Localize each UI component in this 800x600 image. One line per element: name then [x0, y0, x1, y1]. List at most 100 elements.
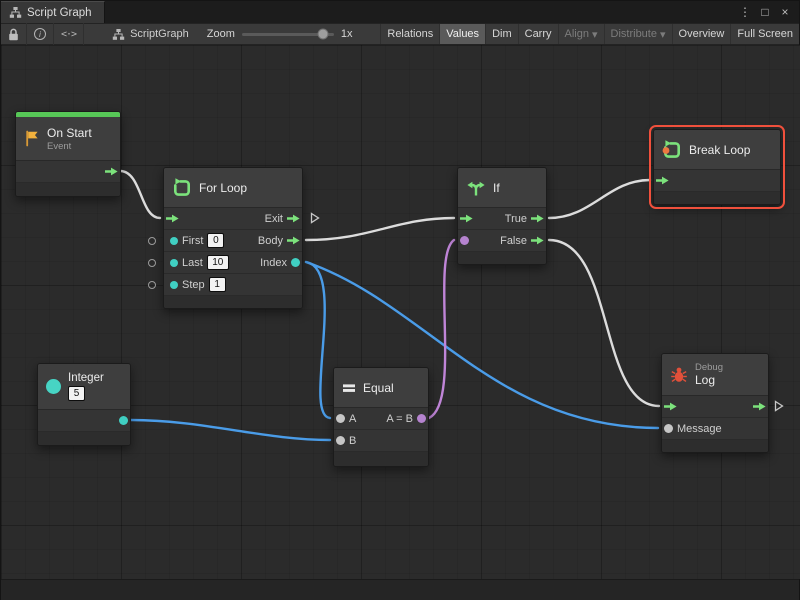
- node-footer: [334, 452, 428, 466]
- dim-button[interactable]: Dim: [485, 24, 518, 44]
- wires-layer: [118, 169, 661, 442]
- node-break-loop[interactable]: Break Loop: [649, 125, 785, 209]
- step-value-field[interactable]: [208, 277, 226, 292]
- values-button[interactable]: Values: [439, 24, 486, 44]
- node-if[interactable]: If True False: [457, 167, 547, 265]
- port-exit-out[interactable]: [287, 214, 300, 223]
- port-step-ring[interactable]: [148, 280, 156, 289]
- node-on-start[interactable]: On Start Event: [15, 111, 121, 197]
- relations-label: Relations: [387, 28, 434, 40]
- loop-icon: [174, 177, 190, 196]
- last-value-field[interactable]: [206, 255, 229, 270]
- node-category: Debug: [695, 362, 723, 373]
- port-first-in[interactable]: [170, 236, 178, 245]
- integer-value-field[interactable]: [68, 386, 85, 401]
- node-header: Integer: [38, 364, 130, 410]
- port-enter-in[interactable]: [664, 402, 677, 411]
- align-button[interactable]: Align ▾: [557, 24, 604, 44]
- port-step-in[interactable]: [170, 280, 178, 289]
- port-label-message: Message: [677, 422, 722, 435]
- fullscreen-label: Full Screen: [737, 28, 793, 40]
- wire-false-log[interactable]: [547, 238, 661, 408]
- wire-integer-equal-b[interactable]: [129, 418, 332, 442]
- port-last-in[interactable]: [170, 258, 178, 267]
- port-label-b: B: [349, 434, 357, 447]
- relation-arrow-icon: [310, 212, 320, 224]
- port-message-in[interactable]: [664, 424, 673, 433]
- port-label-a-equals-b: A = B: [386, 412, 413, 425]
- port-index-out[interactable]: [291, 258, 300, 267]
- port-label-true: True: [504, 212, 527, 225]
- zoom-label: Zoom: [206, 28, 235, 40]
- carry-button[interactable]: Carry: [517, 24, 558, 44]
- node-header: Debug Log: [662, 354, 768, 396]
- lock-icon: [9, 28, 18, 40]
- port-condition-in[interactable]: [460, 236, 469, 245]
- port-value-out[interactable]: [119, 416, 128, 425]
- lock-button[interactable]: [1, 23, 27, 45]
- code-icon: <·>: [61, 28, 77, 40]
- node-row: Message: [662, 418, 768, 440]
- distribute-button[interactable]: Distribute ▾: [603, 24, 672, 44]
- port-label-exit: Exit: [264, 212, 283, 225]
- port-enter-in[interactable]: [656, 176, 669, 185]
- overview-label: Overview: [678, 28, 725, 40]
- overview-button[interactable]: Overview: [671, 24, 731, 44]
- port-enter-in[interactable]: [166, 214, 179, 223]
- node-equal[interactable]: Equal A A = B B: [333, 367, 429, 467]
- wire-body-if[interactable]: [304, 216, 456, 242]
- wire-index-message[interactable]: [304, 260, 660, 430]
- node-debug-log[interactable]: Debug Log Message: [661, 353, 769, 453]
- node-header: If: [458, 168, 546, 208]
- inspect-button[interactable]: i: [27, 23, 54, 45]
- node-title: Log: [695, 373, 716, 387]
- port-true-out[interactable]: [531, 214, 544, 223]
- port-a-in[interactable]: [336, 414, 345, 423]
- toolbar-buttons: Relations Values Dim Carry Align ▾ Distr…: [380, 24, 799, 44]
- tab-title: Script Graph: [27, 6, 92, 19]
- maximize-icon[interactable]: □: [761, 5, 769, 19]
- port-label-step: Step: [182, 278, 205, 291]
- port-first-ring[interactable]: [148, 236, 156, 245]
- node-footer: [654, 192, 780, 204]
- close-icon[interactable]: ×: [781, 5, 789, 19]
- node-row: Last Index: [148, 252, 302, 274]
- breadcrumb[interactable]: ScriptGraph: [84, 28, 199, 40]
- wire-equal-if[interactable]: [427, 238, 456, 420]
- status-bar: [1, 579, 799, 600]
- port-enter-in[interactable]: [460, 214, 473, 223]
- wire-index-equal-a[interactable]: [304, 260, 332, 420]
- graph-canvas[interactable]: On Start Event For Loop: [1, 45, 800, 579]
- first-value-field[interactable]: [207, 233, 225, 248]
- node-footer: [164, 296, 302, 308]
- port-false-out[interactable]: [531, 236, 544, 245]
- wire-onstart-forloop[interactable]: [118, 169, 162, 220]
- node-integer[interactable]: Integer: [37, 363, 131, 446]
- node-title: On Start: [47, 125, 92, 140]
- port-body-out[interactable]: [287, 236, 300, 245]
- zoom-slider-track[interactable]: [241, 28, 334, 40]
- wire-true-breakloop[interactable]: [547, 178, 652, 220]
- node-header: Break Loop: [654, 130, 780, 170]
- zoom-slider-handle[interactable]: [317, 28, 329, 40]
- menu-icon[interactable]: ⋮: [739, 5, 751, 19]
- dim-label: Dim: [492, 28, 512, 40]
- port-exit-out[interactable]: [753, 402, 766, 411]
- fullscreen-button[interactable]: Full Screen: [730, 24, 799, 44]
- port-label-a: A: [349, 412, 357, 425]
- port-last-ring[interactable]: [148, 258, 156, 267]
- relations-button[interactable]: Relations: [380, 24, 439, 44]
- port-result-out[interactable]: [417, 414, 426, 423]
- node-footer: [662, 440, 768, 452]
- event-strip: [16, 112, 120, 117]
- port-trigger-out[interactable]: [105, 167, 118, 176]
- distribute-label: Distribute: [610, 28, 657, 40]
- carry-label: Carry: [524, 28, 552, 40]
- port-label-false: False: [500, 234, 527, 247]
- node-for-loop[interactable]: For Loop Exit First Body Last: [148, 167, 303, 309]
- code-toggle-button[interactable]: <·>: [54, 23, 85, 45]
- node-footer: [16, 183, 120, 196]
- port-b-in[interactable]: [336, 436, 345, 445]
- tab-script-graph[interactable]: Script Graph: [1, 1, 105, 23]
- integer-icon: [46, 379, 61, 394]
